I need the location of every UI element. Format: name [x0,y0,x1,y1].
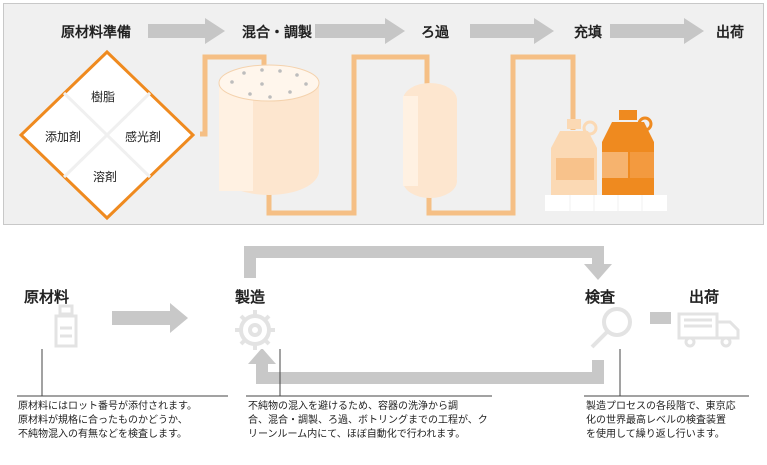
pipes [200,54,576,216]
ingredient-resin: 樹脂 [91,90,116,104]
ingredient-photosensitizer: 感光剤 [125,130,162,144]
magnifier-icon [590,307,632,349]
description-line: 合、混合・調製、ろ過、ボトリングまでの工程が、ク [248,415,488,426]
stage-label-shipping: 出荷 [716,25,744,41]
description-line: を使用して繰り返し行います。 [586,429,725,440]
stage-label-mixing: 混合・調製 [242,25,312,41]
flask-icon [54,304,78,348]
bottle-icon [545,110,667,211]
box-title-shipping: 出荷 [689,288,720,306]
description-raw: 原材料にはロット番号が添付されます。 原材料が規格に合ったものかどうか、 不純物… [18,400,197,442]
description-inspection: 製造プロセスの各段階で、東京応 化の世界最高レベルの検査装置 を使用して繰り返し… [586,400,736,442]
box-title-inspection: 検査 [585,288,616,306]
description-manufacture: 不純物の混入を避けるため、容器の洗浄から調 合、混合・調製、ろ過、ボトリングまで… [248,400,488,442]
stage-label-filling: 充填 [574,25,602,41]
callout-lines [17,349,749,397]
description-line: リーンルーム内にて、ほぼ自動化で行われます。 [248,429,466,440]
arrow-up-icon [248,348,276,364]
arrow-right-icon [148,18,225,44]
description-line: 製造プロセスの各段階で、東京応 [586,401,736,412]
description-line: 原材料が規格に合ったものかどうか、 [18,415,188,426]
ingredient-additive: 添加剤 [45,130,82,144]
stage-label-raw-prep: 原材料準備 [61,25,131,41]
ingredient-solvent: 溶剤 [93,170,118,184]
arrow-right-icon [470,18,554,44]
description-line: 原材料にはロット番号が添付されます。 [18,401,197,412]
gear-icon [235,310,275,350]
box-title-raw: 原材料 [24,288,70,306]
stage-label-filtration: ろ過 [421,25,449,41]
filter-tank [403,83,457,198]
description-line: 不純物混入の有無などを検査します。 [18,429,187,440]
stage-arrows [148,18,704,44]
description-line: 不純物の混入を避けるため、容器の洗浄から調 [248,401,458,412]
arrow-right-icon [112,303,188,333]
arrow-down-icon [584,264,612,280]
mixing-tank [218,64,320,195]
arrow-right-icon [610,18,704,44]
cycle-arrows [244,246,612,384]
box-title-manufacture: 製造 [235,288,266,306]
connector-bar [650,312,671,324]
description-line: 化の世界最高レベルの検査装置 [586,415,726,426]
truck-icon [677,312,740,348]
ingredient-diamond [18,49,196,221]
arrow-right-icon [315,18,405,44]
